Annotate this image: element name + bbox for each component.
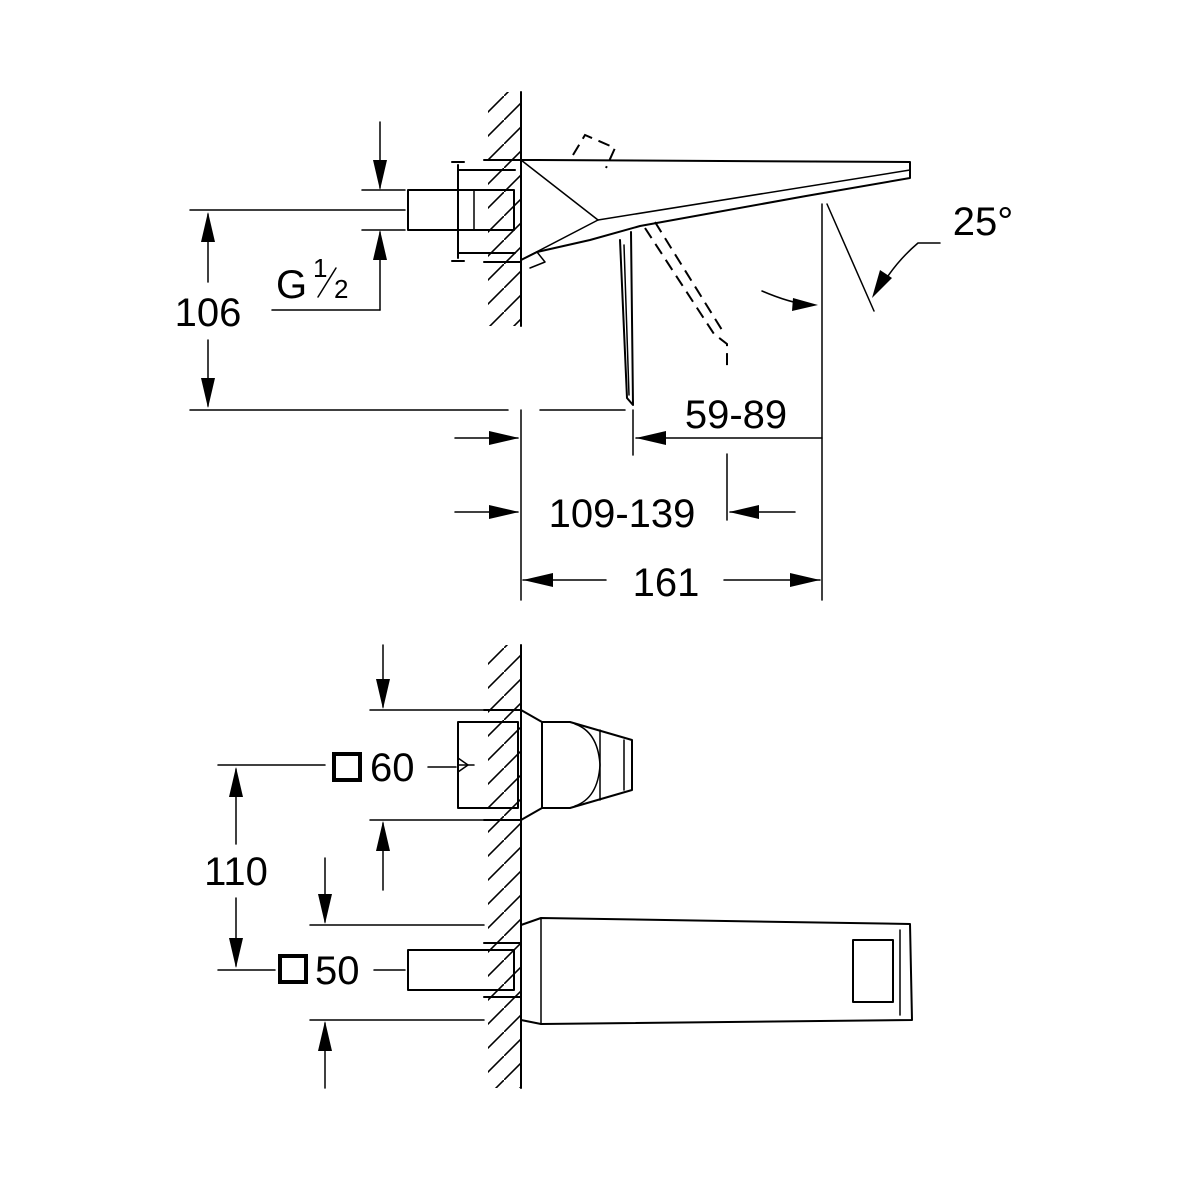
dimension-height-106: 106 bbox=[175, 209, 626, 411]
extension-lines-side bbox=[520, 203, 823, 601]
height-label: 106 bbox=[175, 291, 242, 335]
angle-label: 25° bbox=[953, 200, 1014, 244]
spout-plate-label: 50 bbox=[315, 949, 360, 993]
thread-letter: G bbox=[276, 263, 307, 307]
dimension-handle-plate: 60 bbox=[332, 644, 485, 891]
spout-unit-top bbox=[407, 917, 913, 1025]
dimension-wall-depth: 109-139 bbox=[454, 492, 796, 536]
spout-body-side bbox=[520, 159, 911, 269]
dimension-spout-plate: 50 bbox=[278, 857, 485, 1089]
dimension-spacing: 110 bbox=[204, 764, 326, 971]
top-view: 60 110 50 bbox=[204, 644, 913, 1089]
lever-handle-alternate-position bbox=[572, 133, 728, 370]
thread-fraction-top: 1 bbox=[313, 253, 327, 283]
square-symbol-50 bbox=[278, 954, 308, 984]
spacing-label: 110 bbox=[204, 850, 268, 894]
wall-section-side bbox=[488, 91, 522, 327]
square-symbol-60 bbox=[332, 752, 362, 782]
side-view: 106 G 1 2 25° bbox=[175, 91, 1014, 605]
mounting-body-side bbox=[407, 159, 522, 263]
dimension-thread: G 1 2 bbox=[271, 121, 406, 311]
thread-fraction-bottom: 2 bbox=[334, 274, 348, 304]
dimension-angle: 25° bbox=[761, 200, 1014, 312]
handle-plate-label: 60 bbox=[370, 746, 415, 790]
wall-depth-label: 109-139 bbox=[549, 492, 696, 536]
wall-section-top bbox=[488, 644, 522, 1089]
lever-handle-side bbox=[619, 231, 634, 406]
dimension-reach-59-89: 59-89 bbox=[454, 393, 823, 445]
handle-unit-top bbox=[457, 709, 633, 821]
reach-label: 59-89 bbox=[685, 393, 787, 437]
dimension-total-length: 161 bbox=[522, 561, 821, 605]
total-length-label: 161 bbox=[633, 561, 700, 605]
